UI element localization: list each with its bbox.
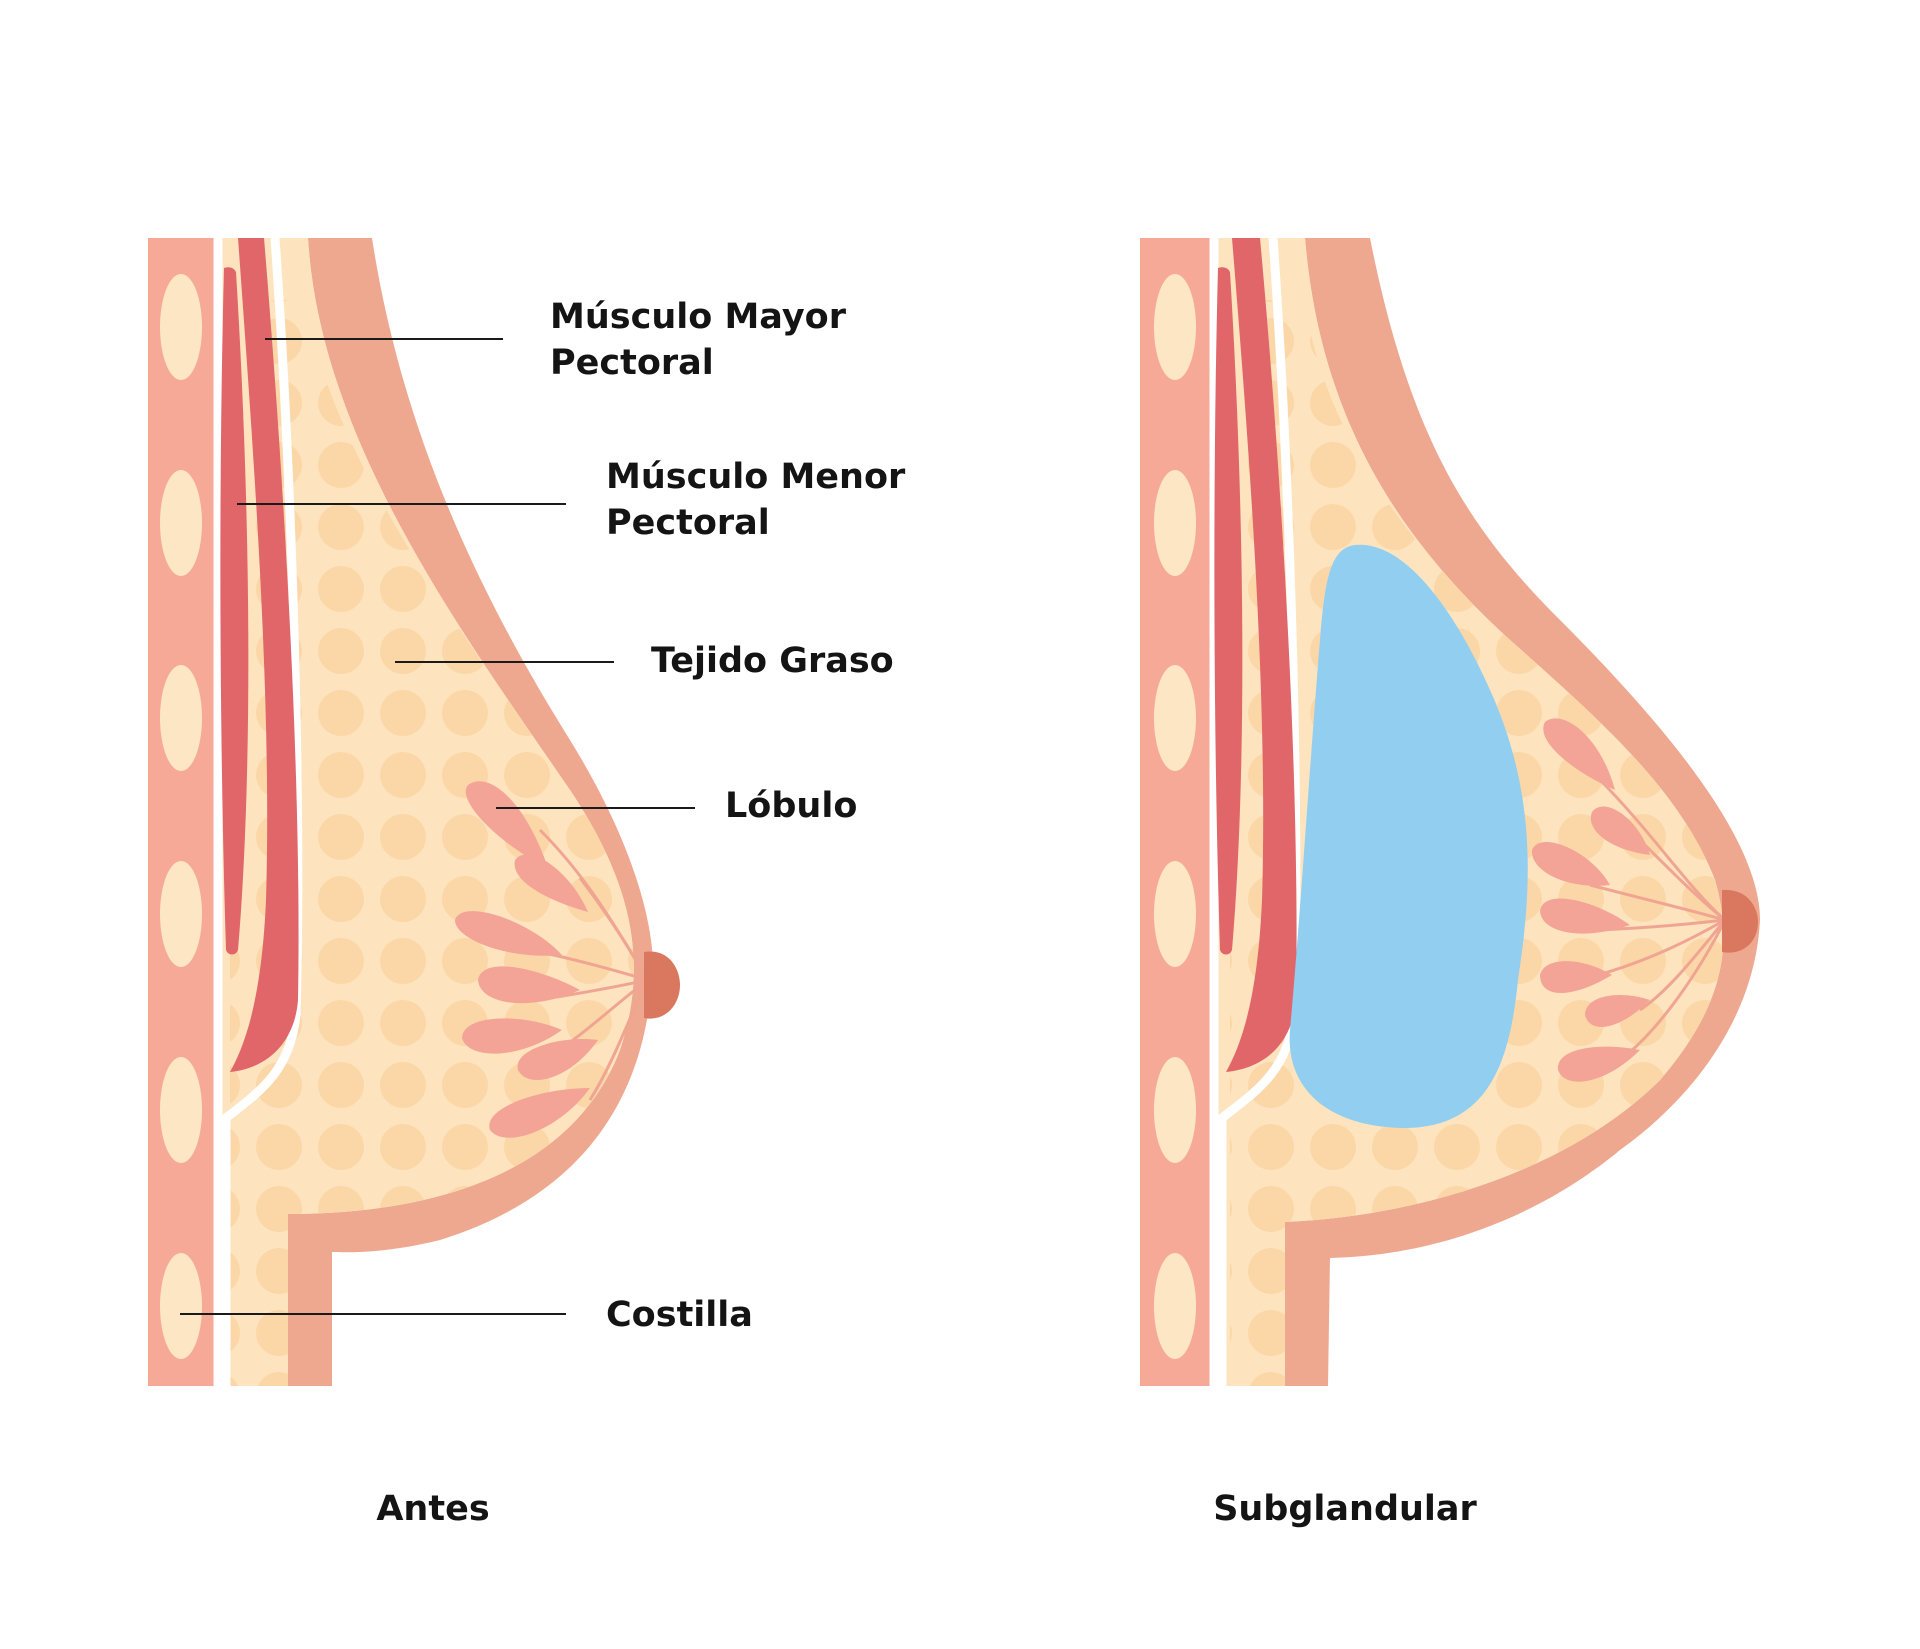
label-pectoralis-minor-1: Músculo Menor [606, 457, 906, 497]
lobule [1540, 961, 1612, 994]
label-pectoralis-major-1: Músculo Mayor [550, 297, 847, 337]
pectoralis-minor [1214, 267, 1243, 955]
subglandular-diagram [1140, 237, 1760, 1386]
lobule [1590, 806, 1650, 855]
skin-layer [1285, 238, 1760, 1386]
before-diagram [148, 237, 695, 1386]
lobule [514, 854, 588, 912]
lobules [455, 781, 598, 1138]
rib-column [1140, 238, 1210, 1386]
pectoralis-major [230, 238, 299, 1072]
caption-before: Antes [376, 1489, 489, 1529]
lobule [465, 781, 548, 868]
lobule [517, 1039, 598, 1080]
lobules [1531, 718, 1650, 1082]
ribs [1154, 274, 1196, 1359]
rib-column [148, 238, 214, 1386]
lobule [489, 1088, 590, 1138]
pectoralis-major [1226, 238, 1297, 1072]
lobule [478, 966, 580, 1004]
pectoralis-minor [220, 267, 249, 955]
label-pectoralis-minor-2: Pectoral [606, 503, 770, 543]
skin-layer [288, 238, 654, 1386]
nipple [644, 951, 680, 1019]
label-pectoralis-major-2: Pectoral [550, 343, 714, 383]
lobule [1543, 718, 1615, 790]
lobule [462, 1018, 562, 1054]
breast-implant [1289, 544, 1528, 1129]
milk-ducts [1589, 778, 1727, 1062]
label-fat-tissue: Tejido Graso [651, 641, 894, 681]
lobule [1557, 1046, 1640, 1082]
lobule [455, 911, 562, 956]
label-rib: Costilla [606, 1295, 753, 1335]
label-lobule: Lóbulo [725, 786, 857, 826]
nipple [1722, 889, 1758, 953]
ribs [160, 274, 202, 1359]
lobule [1585, 995, 1650, 1027]
caption-subglandular: Subglandular [1213, 1489, 1477, 1529]
lobule [1540, 898, 1630, 934]
lobule [1531, 842, 1610, 886]
